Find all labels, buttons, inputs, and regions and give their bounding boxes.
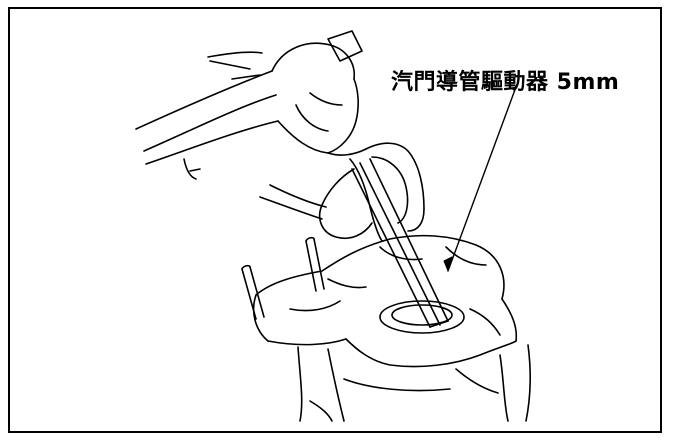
lower-hand-drawing [259,142,425,242]
callout-label: 汽門導管驅動器 5mm [391,70,620,95]
callout-leader-line [443,86,517,272]
upper-arm-drawing [135,51,279,165]
upper-hand-drawing [183,30,363,180]
cylinder-head-drawing [241,234,531,422]
figure-frame: 汽門導管驅動器 5mm [8,7,662,433]
valve-guide-driver-illustration [135,30,531,422]
